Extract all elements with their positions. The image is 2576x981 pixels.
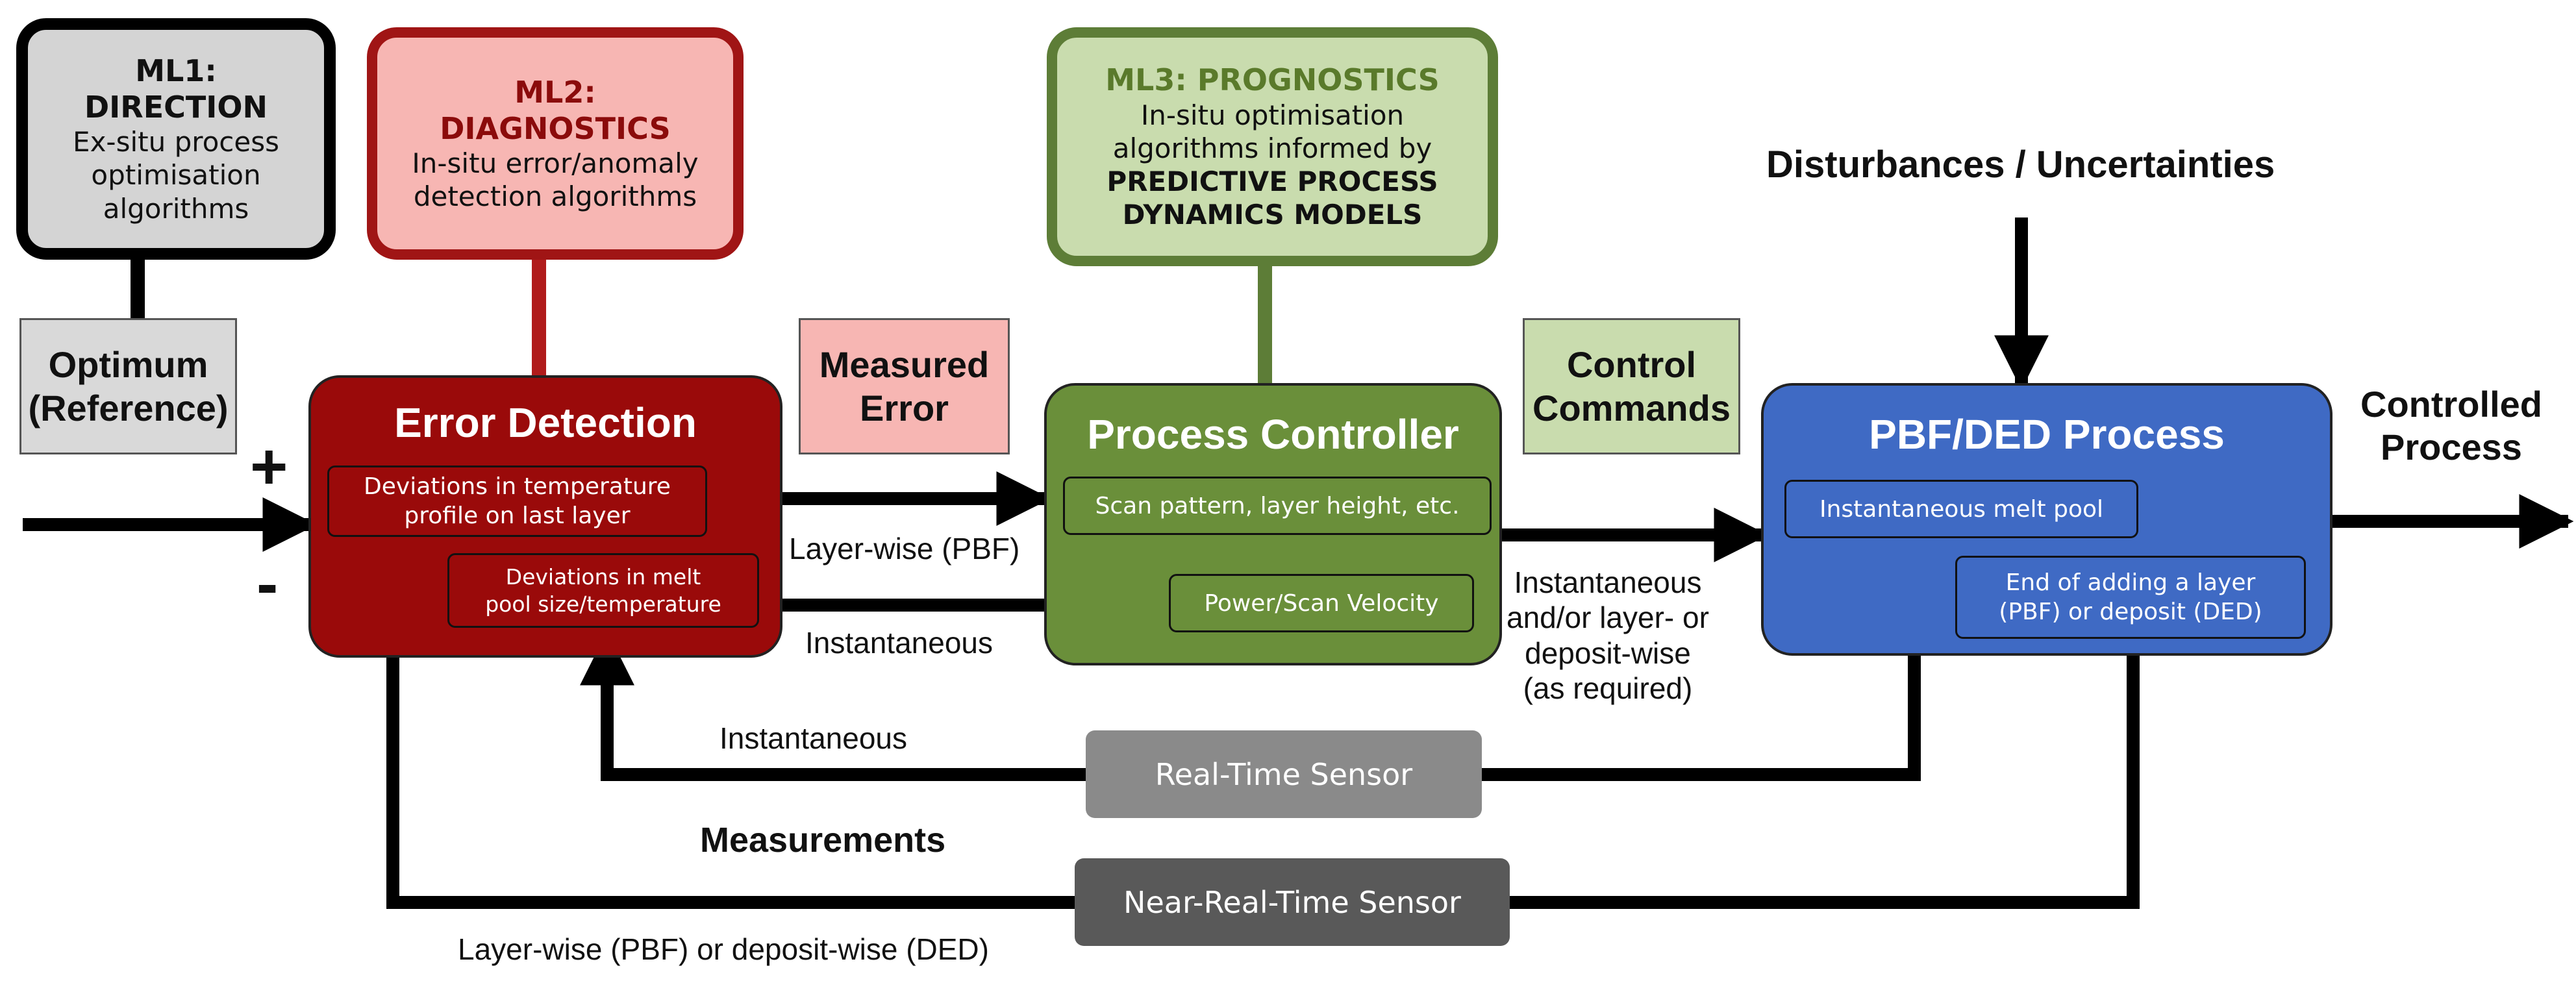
- ml3-prognostics-box: ML3: PROGNOSTICS In-situ optimisation al…: [1047, 27, 1498, 266]
- instantaneous-right-line-1: Instantaneous: [1514, 565, 1702, 599]
- end-of-layer-line-1: End of adding a layer: [2005, 569, 2256, 596]
- ml3-title: ML3: PROGNOSTICS: [1105, 62, 1440, 98]
- controlled-process-label: Controlled Process: [2360, 383, 2542, 469]
- near-real-time-sensor: Near-Real-Time Sensor: [1075, 858, 1510, 946]
- power-scan-velocity-setting: Power/Scan Velocity: [1169, 574, 1474, 632]
- error-label: Error: [860, 388, 949, 428]
- scan-pattern-text: Scan pattern, layer height, etc.: [1095, 492, 1460, 519]
- plus-sign: +: [250, 430, 288, 503]
- instantaneous-feedback-label: Instantaneous: [719, 721, 908, 755]
- measured-error-tag: Measured Error: [799, 318, 1010, 454]
- instantaneous-melt-pool: Instantaneous melt pool: [1784, 480, 2138, 538]
- controlled-line-2: Process: [2381, 427, 2522, 468]
- near-real-time-sensor-label: Near-Real-Time Sensor: [1123, 884, 1461, 920]
- ml3-body-line-2: algorithms informed by: [1112, 132, 1432, 164]
- ml1-direction-box: ML1: DIRECTION Ex-situ process optimisat…: [16, 18, 336, 260]
- process-controller-title: Process Controller: [1087, 411, 1459, 458]
- instantaneous-right-line-2: and/or layer- or: [1507, 601, 1709, 635]
- ml2-diagnostics-box: ML2: DIAGNOSTICS In-situ error/anomaly d…: [367, 27, 744, 260]
- ml1-body-line-3: algorithms: [103, 192, 249, 225]
- ml2-subtitle: DIAGNOSTICS: [440, 110, 671, 146]
- reference-label: (Reference): [28, 388, 229, 428]
- temperature-profile-deviation: Deviations in temperature profile on las…: [327, 466, 707, 537]
- instantaneous-layer-deposit-label: Instantaneous and/or layer- or deposit-w…: [1507, 565, 1709, 706]
- ml2-body-line-2: detection algorithms: [413, 180, 697, 213]
- end-of-layer-line-2: (PBF) or deposit (DED): [1999, 599, 2262, 625]
- ml1-body-line-2: optimisation: [91, 159, 261, 192]
- real-time-sensor-label: Real-Time Sensor: [1155, 756, 1413, 792]
- instantaneous-melt-pool-text: Instantaneous melt pool: [1819, 495, 2104, 523]
- instantaneous-right-line-3: deposit-wise: [1525, 636, 1691, 670]
- layer-wise-pbf-label: Layer-wise (PBF): [789, 532, 1020, 565]
- ml3-emphasis-line-1: PREDICTIVE PROCESS: [1107, 166, 1438, 198]
- process-controller-block: Process Controller Scan pattern, layer h…: [1044, 383, 1502, 665]
- temperature-profile-line-1: Deviations in temperature: [364, 473, 671, 500]
- power-scan-velocity-text: Power/Scan Velocity: [1204, 590, 1439, 617]
- control-commands-tag: Control Commands: [1523, 318, 1740, 454]
- ml2-title: ML2:: [514, 74, 596, 110]
- ml2-body-line-1: In-situ error/anomaly: [412, 147, 699, 179]
- control-label: Control: [1566, 343, 1697, 385]
- error-detection-title: Error Detection: [394, 399, 697, 446]
- instantaneous-right-line-4: (as required): [1523, 671, 1693, 705]
- ml1-title: ML1:: [135, 53, 217, 89]
- pbf-ded-process-block: PBF/DED Process Instantaneous melt pool …: [1761, 383, 2332, 656]
- disturbances-label: Disturbances / Uncertainties: [1766, 143, 2275, 186]
- real-time-sensor: Real-Time Sensor: [1086, 730, 1482, 818]
- measurements-label: Measurements: [700, 821, 946, 860]
- ml1-body-line-1: Ex-situ process: [73, 126, 279, 158]
- scan-pattern-setting: Scan pattern, layer height, etc.: [1063, 477, 1492, 535]
- melt-pool-deviation: Deviations in melt pool size/temperature: [447, 553, 759, 628]
- controlled-line-1: Controlled: [2360, 384, 2542, 425]
- instantaneous-label: Instantaneous: [805, 626, 994, 660]
- optimum-reference-tag: Optimum (Reference): [19, 318, 237, 454]
- measured-label: Measured: [819, 343, 990, 385]
- pbf-ded-title: PBF/DED Process: [1869, 411, 2225, 458]
- melt-pool-line-2: pool size/temperature: [485, 591, 721, 617]
- ml3-body-line-1: In-situ optimisation: [1140, 99, 1405, 131]
- end-of-layer-deposit: End of adding a layer (PBF) or deposit (…: [1955, 556, 2306, 639]
- ml3-emphasis-line-2: DYNAMICS MODELS: [1122, 199, 1423, 231]
- commands-label: Commands: [1532, 388, 1731, 428]
- minus-sign: -: [256, 547, 279, 620]
- temperature-profile-line-2: profile on last layer: [404, 503, 631, 529]
- error-detection-block: Error Detection Deviations in temperatur…: [308, 375, 782, 658]
- melt-pool-line-1: Deviations in melt: [505, 564, 701, 590]
- optimum-label: Optimum: [48, 343, 208, 385]
- ml1-subtitle: DIRECTION: [84, 90, 268, 125]
- layer-deposit-wise-label: Layer-wise (PBF) or deposit-wise (DED): [458, 932, 989, 966]
